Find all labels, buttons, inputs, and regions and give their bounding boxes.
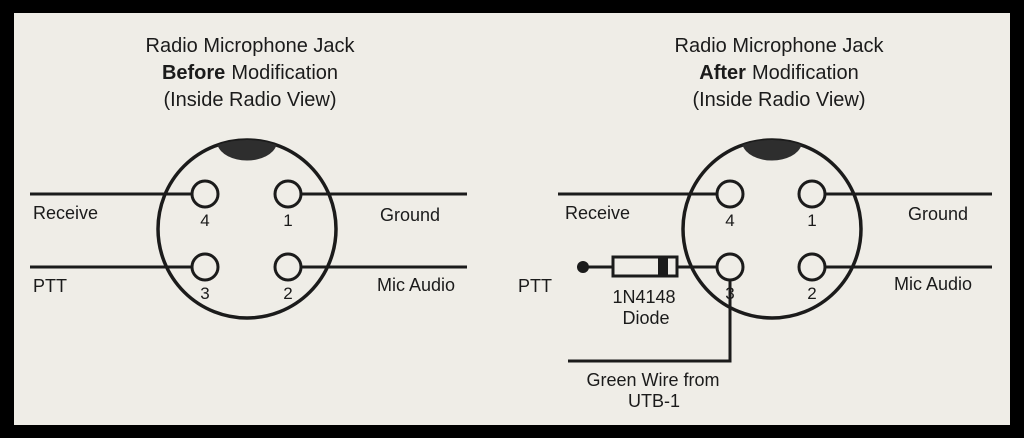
- before-title-line1: Radio Microphone Jack: [146, 35, 356, 57]
- pin-4: [715, 179, 745, 209]
- after-modification-word: Modification: [752, 62, 859, 84]
- pin-1-number: 1: [283, 211, 292, 230]
- pin-3-number: 3: [200, 284, 209, 303]
- before-view-note: (Inside Radio View): [163, 89, 336, 111]
- pin-4-number: 4: [725, 211, 734, 230]
- diode-part-number: 1N4148: [612, 287, 675, 307]
- ground-label: Ground: [380, 205, 440, 225]
- green-wire-label-line2: UTB-1: [628, 391, 680, 411]
- pin-3-number: 3: [725, 284, 734, 303]
- green-wire-label-line1: Green Wire from: [586, 370, 719, 390]
- connector-notch: [742, 139, 802, 161]
- pin-1-number: 1: [807, 211, 816, 230]
- pin-3: [190, 252, 220, 282]
- ground-label: Ground: [908, 204, 968, 224]
- ptt-label: PTT: [33, 276, 67, 296]
- after-title-line1: Radio Microphone Jack: [675, 35, 885, 57]
- green-wire: [568, 279, 732, 363]
- pin-1: [797, 179, 827, 209]
- mic-audio-label: Mic Audio: [894, 274, 972, 294]
- after-view-note: (Inside Radio View): [692, 89, 865, 111]
- diode-word: Diode: [622, 308, 669, 328]
- pin-4: [190, 179, 220, 209]
- before-emphasis: Before: [162, 62, 225, 84]
- connector-notch: [217, 139, 277, 161]
- pin-1: [273, 179, 303, 209]
- receive-label: Receive: [33, 203, 98, 223]
- pin-4-number: 4: [200, 211, 209, 230]
- receive-label: Receive: [565, 203, 630, 223]
- before-modification-word: Modification: [231, 62, 338, 84]
- pin-2-number: 2: [283, 284, 292, 303]
- ptt-label: PTT: [518, 276, 552, 296]
- pin-2: [797, 252, 827, 282]
- pin-3: [715, 252, 745, 282]
- mic-audio-label: Mic Audio: [377, 275, 455, 295]
- diode-cathode-band: [658, 257, 668, 276]
- after-title-line2: After Modification: [699, 62, 858, 84]
- before-diagram: Radio Microphone Jack Before Modification…: [30, 35, 467, 320]
- pin-2: [273, 252, 303, 282]
- after-emphasis: After: [699, 62, 746, 84]
- paper-background: [14, 13, 1010, 425]
- pin-2-number: 2: [807, 284, 816, 303]
- before-title-line2: Before Modification: [162, 62, 338, 84]
